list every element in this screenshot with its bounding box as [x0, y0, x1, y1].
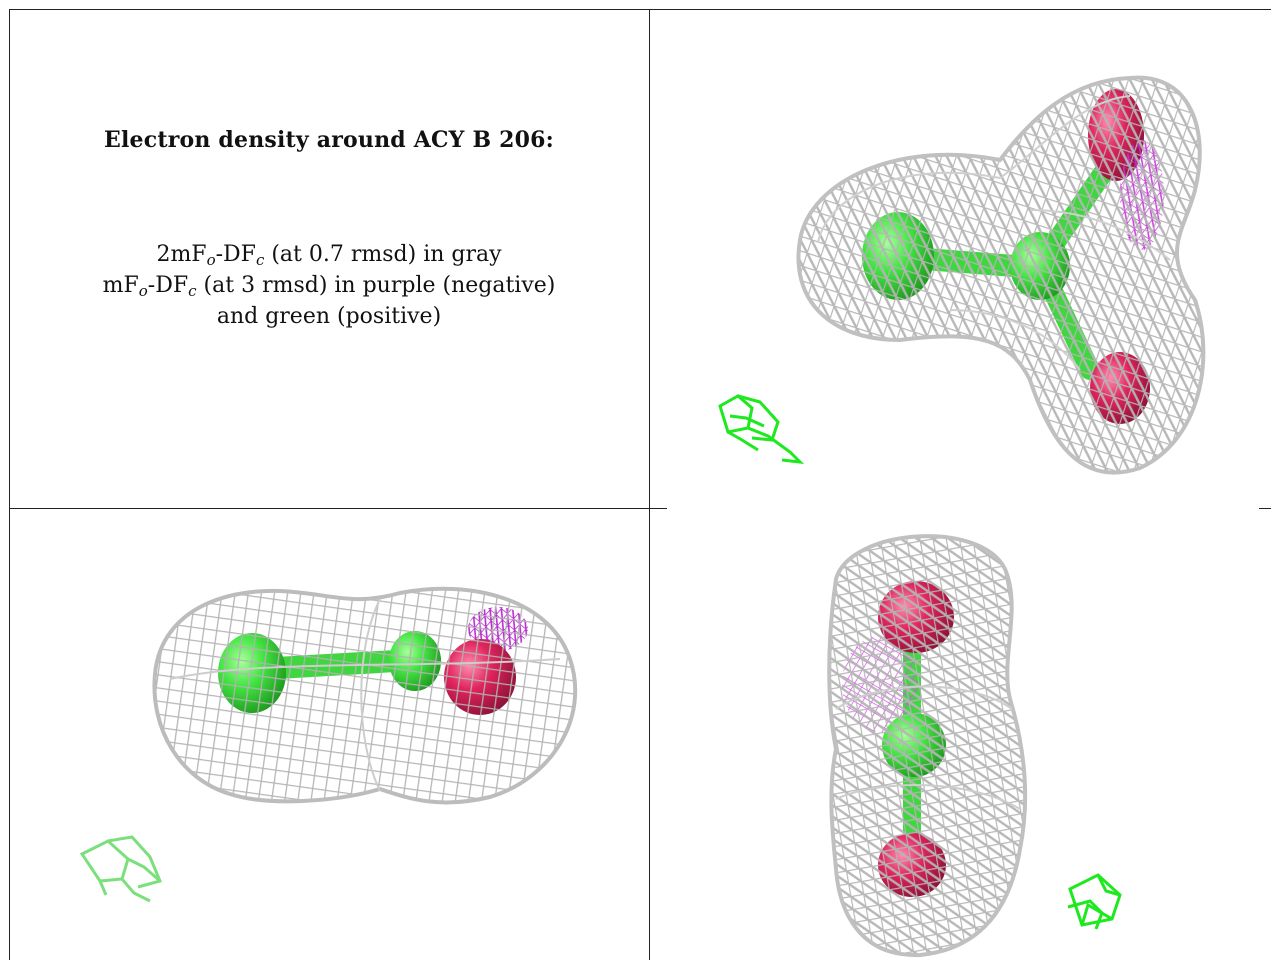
legend-line-fo-fc: mFo-DFc (at 3 rmsd) in purple (negative) [102, 273, 556, 300]
density-render-bottom-right [827, 534, 1122, 958]
frame-center-vertical [649, 9, 650, 960]
positive-difference-mesh [718, 394, 805, 464]
2fo-fc-mesh [796, 75, 1206, 475]
2fo-fc-mesh [827, 534, 1028, 958]
positive-difference-mesh [1067, 873, 1122, 930]
density-panel-top-right [650, 10, 1270, 508]
positive-difference-mesh [79, 835, 163, 903]
frame-middle-horizontal-right [1259, 508, 1271, 509]
density-render-top-right [718, 75, 1206, 475]
legend-block: 2mFo-DFc (at 0.7 rmsd) in gray mFo-DFc (… [9, 239, 649, 332]
frame-middle-horizontal [9, 508, 667, 509]
frame-top [9, 9, 1271, 10]
legend-line-colors: and green (positive) [216, 304, 442, 329]
frame-left [9, 9, 10, 960]
2fo-fc-mesh [152, 586, 578, 805]
caption-cell: Electron density around ACY B 206: 2mFo-… [9, 9, 649, 509]
figure-grid: Electron density around ACY B 206: 2mFo-… [9, 9, 1271, 969]
density-panel-bottom-left [10, 509, 649, 960]
legend-line-2fo-fc: 2mFo-DFc (at 0.7 rmsd) in gray [156, 242, 502, 269]
density-panel-bottom-right [650, 509, 1270, 960]
caption-title: Electron density around ACY B 206: [104, 127, 554, 153]
density-render-bottom-left [79, 586, 578, 903]
